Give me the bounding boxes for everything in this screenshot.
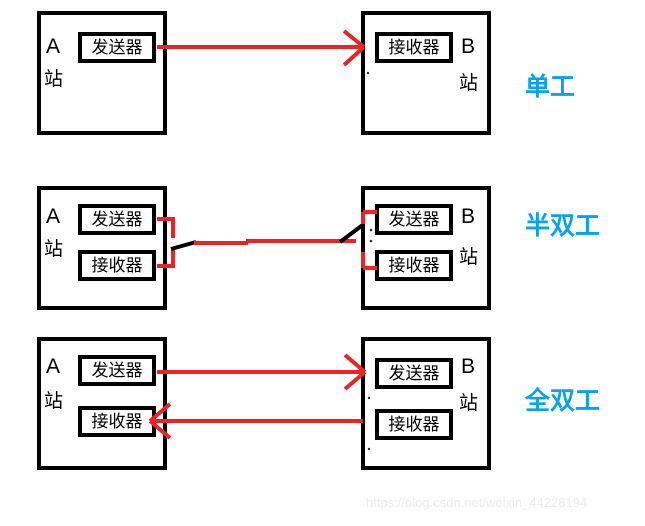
row2-station-b-letter: B xyxy=(461,205,476,228)
row3-station-a-transmitter: 发送器 xyxy=(78,355,156,386)
row2-station-b-zhan: 站 xyxy=(459,247,479,268)
row3-station-b-receiver: 接收器 xyxy=(375,409,453,440)
row3-station-a-letter: A xyxy=(46,355,61,378)
row1-station-a-box xyxy=(37,11,167,135)
row2-switch-left xyxy=(157,217,248,268)
row1-station-b-receiver: 接收器 xyxy=(375,32,453,63)
row2-station-a-receiver: 接收器 xyxy=(78,250,156,281)
row2-station-a-letter: A xyxy=(46,205,61,228)
row1-station-b-zhan: 站 xyxy=(459,73,479,94)
row3-station-b-box xyxy=(361,337,491,470)
row3-station-b-letter: B xyxy=(461,355,476,378)
row3-reverse-link xyxy=(148,402,371,451)
row1-station-a-transmitter: 发送器 xyxy=(78,32,156,63)
row1-station-b-box xyxy=(361,11,491,135)
row1-station-b-letter: B xyxy=(461,35,476,58)
row2-station-a-zhan: 站 xyxy=(44,239,64,260)
row3-station-b-transmitter: 发送器 xyxy=(375,358,453,389)
row2-station-b-transmitter: 发送器 xyxy=(375,204,453,235)
row1-mode-label: 单工 xyxy=(525,73,576,101)
row2-station-b-box xyxy=(361,186,491,310)
row1-simplex-link xyxy=(157,29,370,75)
row3-station-a-receiver: 接收器 xyxy=(78,406,156,437)
row1-station-a-zhan: 站 xyxy=(44,69,64,90)
row3-station-a-zhan: 站 xyxy=(44,391,64,412)
row3-forward-link xyxy=(157,353,371,400)
watermark-url: https://blog.csdn.net/weixin_44228194 xyxy=(366,495,588,510)
row2-station-b-receiver: 接收器 xyxy=(375,250,453,281)
row1-station-a-letter: A xyxy=(46,35,61,58)
row2-station-a-transmitter: 发送器 xyxy=(78,204,156,235)
row3-mode-label: 全双工 xyxy=(525,387,601,415)
row3-station-b-zhan: 站 xyxy=(459,393,479,414)
row2-mode-label: 半双工 xyxy=(525,212,601,240)
row2-station-a-box xyxy=(37,186,167,310)
